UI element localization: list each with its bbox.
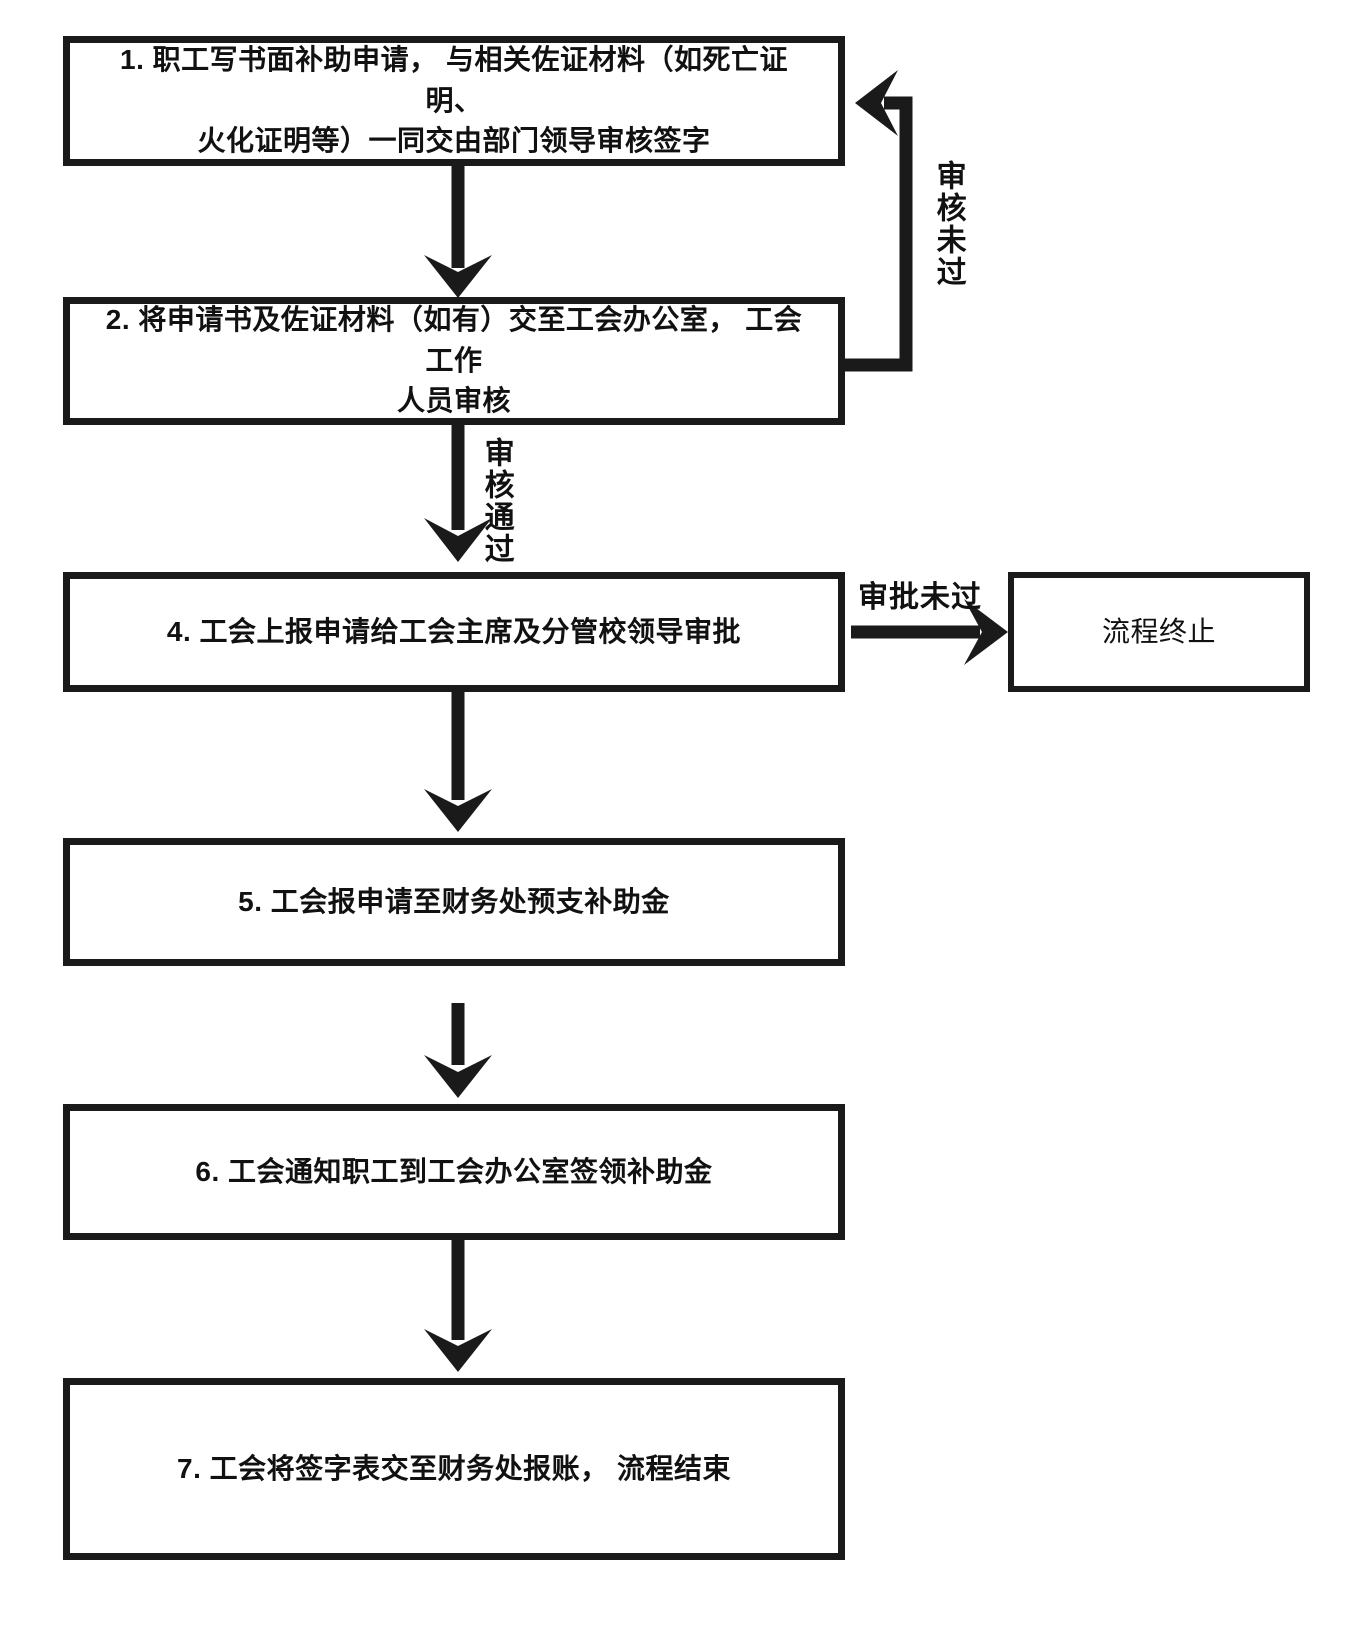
node-label-terminate: 流程终止 — [1101, 615, 1216, 647]
node-label-step2: 2. 将申请书及佐证材料（如有）交至工会办公室， 工会工作 人员审核 — [105, 304, 803, 417]
node-label-step7: 7. 工会将签字表交至财务处报账， 流程结束 — [177, 1452, 731, 1484]
node-label-step4: 4. 工会上报申请给工会主席及分管校领导审批 — [166, 615, 742, 647]
node-label-step6: 6. 工会通知职工到工会办公室签领补助金 — [195, 1155, 713, 1187]
process-node-step1[interactable]: 1. 职工写书面补助申请， 与相关佐证材料（如死亡证明、 火化证明等）一同交由部… — [63, 36, 845, 166]
node-label-step5: 5. 工会报申请至财务处预支补助金 — [238, 885, 670, 917]
edge-label-review-failed: 审核未过 — [931, 160, 965, 288]
node-label-step1: 1. 职工写书面补助申请， 与相关佐证材料（如死亡证明、 火化证明等）一同交由部… — [120, 44, 788, 157]
process-node-step7[interactable]: 7. 工会将签字表交至财务处报账， 流程结束 — [63, 1378, 845, 1560]
connector-step2-to-step1-feedback — [845, 70, 913, 372]
connector-step5-to-step6 — [424, 1003, 492, 1098]
edge-label-approval-failed: 审批未过 — [858, 581, 982, 614]
connector-step4-to-step5 — [424, 692, 492, 832]
terminal-node-process-terminated[interactable]: 流程终止 — [1008, 572, 1310, 692]
process-node-step5[interactable]: 5. 工会报申请至财务处预支补助金 — [63, 838, 845, 966]
connector-step1-to-step2 — [424, 165, 492, 298]
edge-label-review-passed: 审核通过 — [479, 437, 513, 565]
process-node-step6[interactable]: 6. 工会通知职工到工会办公室签领补助金 — [63, 1104, 845, 1240]
connector-step6-to-step7 — [424, 1240, 492, 1372]
process-node-step4[interactable]: 4. 工会上报申请给工会主席及分管校领导审批 — [63, 572, 845, 692]
process-node-step2[interactable]: 2. 将申请书及佐证材料（如有）交至工会办公室， 工会工作 人员审核 — [63, 297, 845, 425]
